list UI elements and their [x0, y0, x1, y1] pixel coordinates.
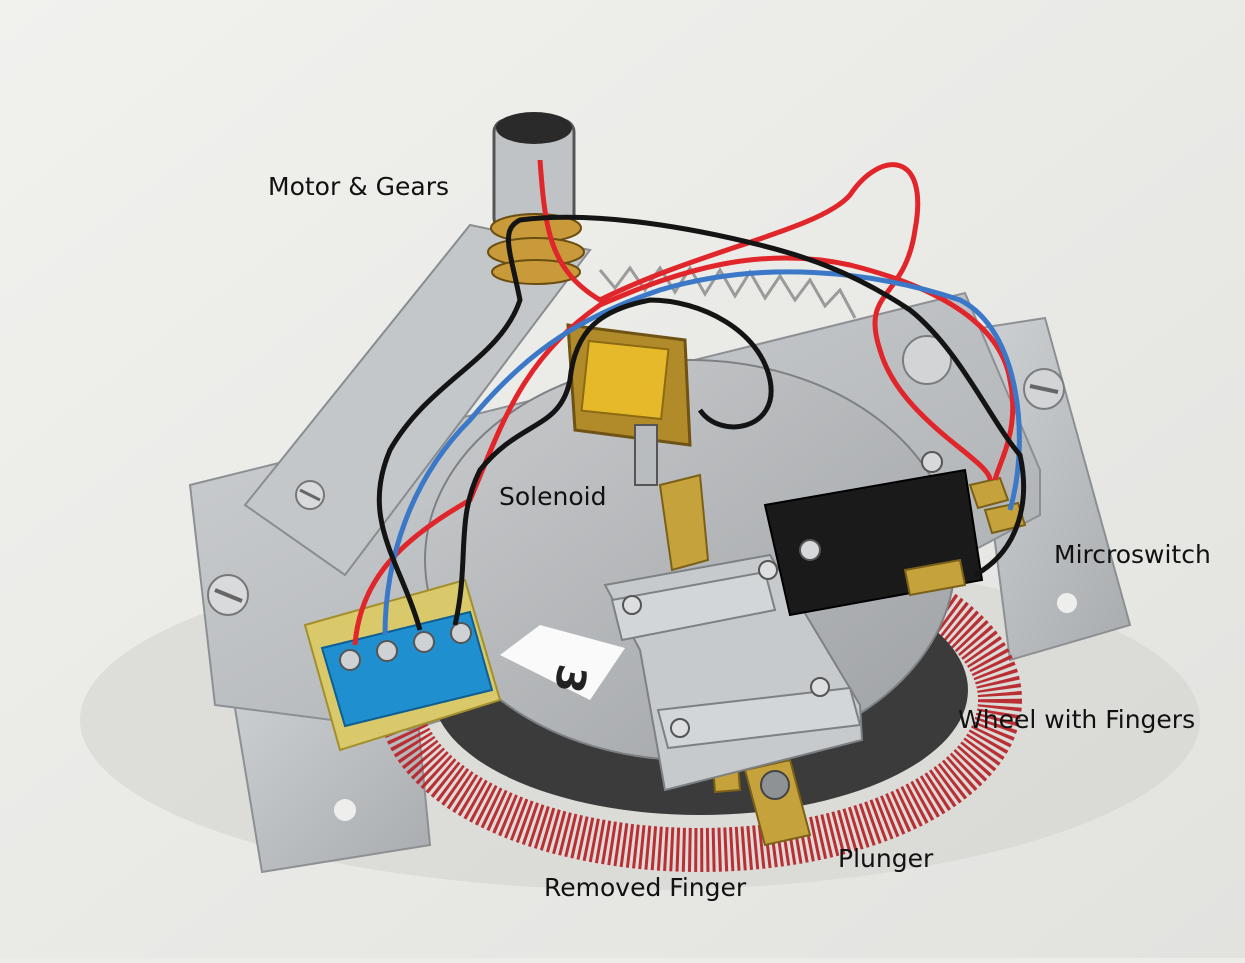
microswitch-screw: [921, 451, 943, 473]
terminal-screw: [376, 640, 398, 662]
screw: [758, 560, 778, 580]
screw-slot: [1029, 384, 1059, 394]
brass-lever: [658, 473, 710, 572]
wire-red: [352, 255, 1016, 646]
screw-slot: [214, 588, 243, 603]
plunger-nut: [760, 770, 790, 800]
wire-black: [452, 297, 774, 626]
label-wheel-with-fingers: Wheel with Fingers: [958, 705, 1196, 734]
solenoid-plunger: [634, 424, 658, 486]
label-solenoid: Solenoid: [499, 482, 607, 511]
screw: [810, 677, 830, 697]
microswitch-screw: [799, 539, 821, 561]
label-motor-gears: Motor & Gears: [268, 172, 450, 201]
clamp-bar-bottom: [656, 686, 862, 750]
wire-red: [537, 159, 993, 481]
label-plunger: Plunger: [838, 844, 934, 873]
mount-hole: [1057, 593, 1077, 613]
diagonal-arm: [243, 223, 592, 577]
microswitch-terminal: [968, 476, 1010, 510]
mount-hole: [334, 799, 356, 821]
washer: [902, 335, 952, 385]
wire-blue: [382, 269, 1022, 636]
terminal-screw: [413, 631, 435, 653]
terminal-screw: [339, 649, 361, 671]
screw: [622, 595, 642, 615]
motor-cap: [496, 112, 572, 144]
label-microswitch: Mircroswitch: [1054, 540, 1211, 569]
terminal-screw: [450, 622, 472, 644]
solenoid-coil: [580, 339, 670, 421]
clamp-bar-top: [610, 570, 777, 642]
microswitch-terminal: [903, 558, 967, 597]
screw-slot: [299, 488, 321, 502]
screw: [670, 718, 690, 738]
sticker: [500, 625, 625, 700]
wire-black: [376, 214, 1027, 631]
label-removed-finger: Removed Finger: [544, 873, 747, 902]
